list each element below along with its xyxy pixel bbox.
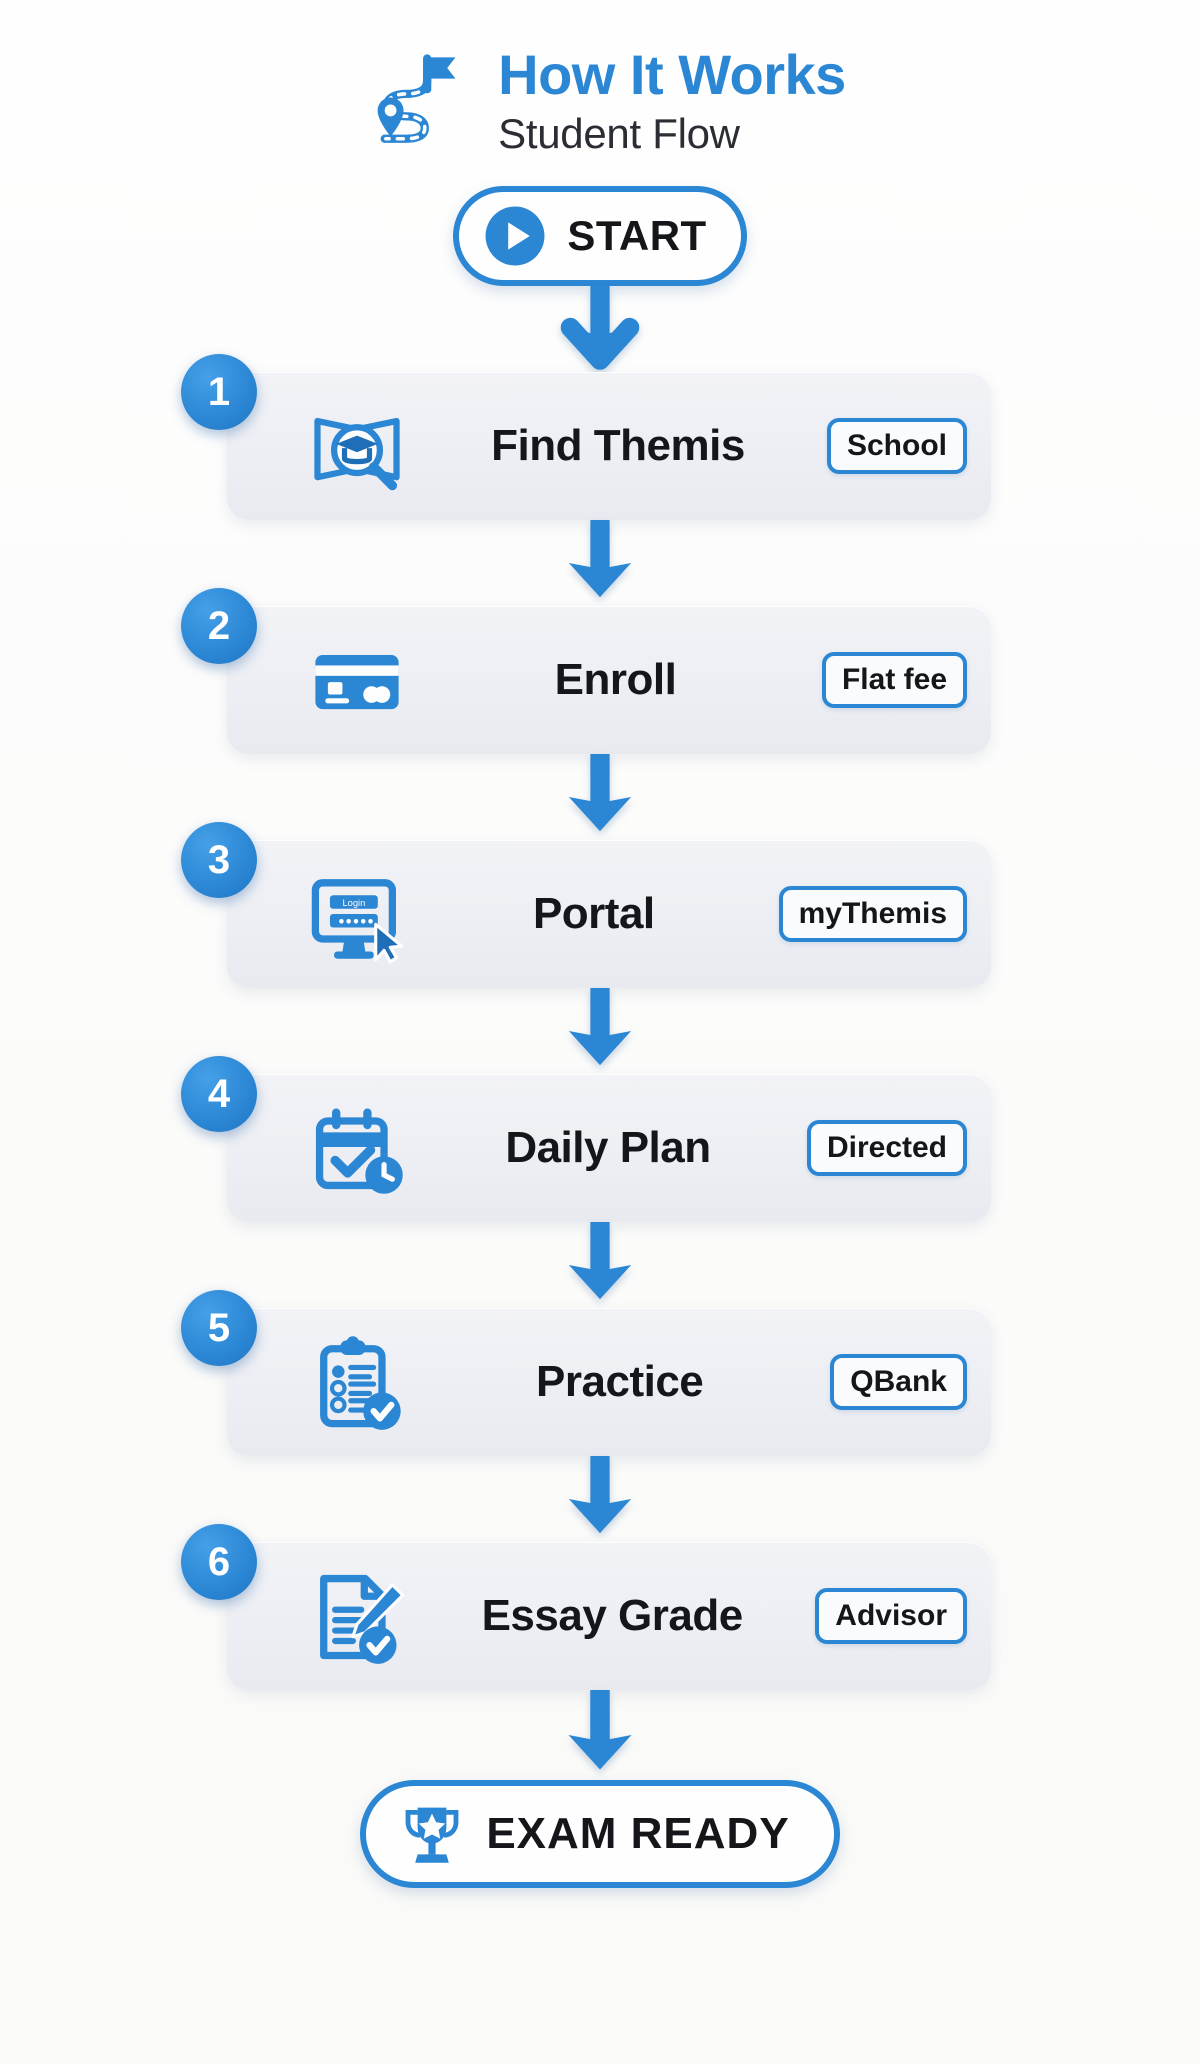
step-tag: School <box>826 418 967 474</box>
monitor-login-cursor-icon: Login <box>311 879 404 964</box>
step-tag: QBank <box>830 1354 967 1410</box>
credit-card-icon <box>315 655 399 710</box>
step-card-find-themis[interactable]: Find Themis School <box>227 372 991 520</box>
arrow-down-icon <box>568 754 632 832</box>
trophy-star-icon <box>405 1807 459 1863</box>
step-tag: Flat fee <box>821 652 967 708</box>
step-card-enroll[interactable]: Enroll Flat fee <box>227 606 991 754</box>
connector-5 <box>0 1222 1200 1308</box>
step-label: Daily Plan <box>505 1123 711 1172</box>
step-label: Essay Grade <box>481 1591 744 1640</box>
route-flag-icon <box>377 54 456 143</box>
step-tag: myThemis <box>778 886 967 942</box>
end-label: EXAM READY <box>486 1809 790 1858</box>
step-number-badge: 6 <box>181 1524 257 1600</box>
step-number-badge: 5 <box>181 1290 257 1366</box>
calendar-check-clock-icon <box>315 1108 403 1194</box>
step-row: 5 Practice QBank <box>181 1290 991 1456</box>
flow-diagram: START 1 <box>0 186 1200 1888</box>
start-node[interactable]: START <box>453 186 747 286</box>
play-circle-icon <box>485 206 545 266</box>
step-tag: Directed <box>806 1120 967 1176</box>
start-label: START <box>567 212 707 259</box>
step-label: Find Themis <box>491 421 745 470</box>
connector-1 <box>0 286 1200 372</box>
book-search-graduation-icon <box>314 417 400 491</box>
page-subtitle: Student Flow <box>498 110 740 157</box>
step-card-essay-grade[interactable]: Essay Grade Advisor <box>227 1542 991 1690</box>
arrow-down-icon <box>568 988 632 1066</box>
step-card-portal[interactable]: Login Portal myThemis <box>227 840 991 988</box>
document-pen-check-icon <box>320 1574 405 1664</box>
step-tag: Advisor <box>815 1588 967 1644</box>
connector-4 <box>0 988 1200 1074</box>
step-row: 4 Daily Plan Directed <box>181 1056 991 1222</box>
arrow-down-icon <box>568 1222 632 1300</box>
step-card-practice[interactable]: Practice QBank <box>227 1308 991 1456</box>
arrow-down-icon <box>568 1690 632 1770</box>
end-node[interactable]: EXAM READY <box>360 1780 840 1888</box>
arrow-down-icon <box>560 286 640 370</box>
step-row: 3 Login Portal myThemi <box>181 822 991 988</box>
step-row: 6 Essay Grade Advisor <box>181 1524 991 1690</box>
connector-3 <box>0 754 1200 840</box>
end-node-row: EXAM READY <box>0 1780 1200 1888</box>
step-number-badge: 4 <box>181 1056 257 1132</box>
step-number-badge: 3 <box>181 822 257 898</box>
clipboard-check-icon <box>320 1336 401 1430</box>
arrow-down-icon <box>568 1456 632 1534</box>
step-label: Practice <box>536 1357 704 1406</box>
step-label: Enroll <box>554 655 677 704</box>
svg-text:Login: Login <box>342 898 365 908</box>
step-label: Portal <box>532 889 655 938</box>
header: How It Works Student Flow <box>0 0 1200 160</box>
connector-2 <box>0 520 1200 606</box>
step-row: 1 Find Themis School <box>181 354 991 520</box>
step-number-badge: 1 <box>181 354 257 430</box>
connector-7 <box>0 1690 1200 1780</box>
step-card-daily-plan[interactable]: Daily Plan Directed <box>227 1074 991 1222</box>
arrow-down-icon <box>568 520 632 598</box>
step-number-badge: 2 <box>181 588 257 664</box>
page-title: How It Works <box>498 43 846 106</box>
step-row: 2 Enroll Flat fee <box>181 588 991 754</box>
start-node-row: START <box>0 186 1200 286</box>
connector-6 <box>0 1456 1200 1542</box>
